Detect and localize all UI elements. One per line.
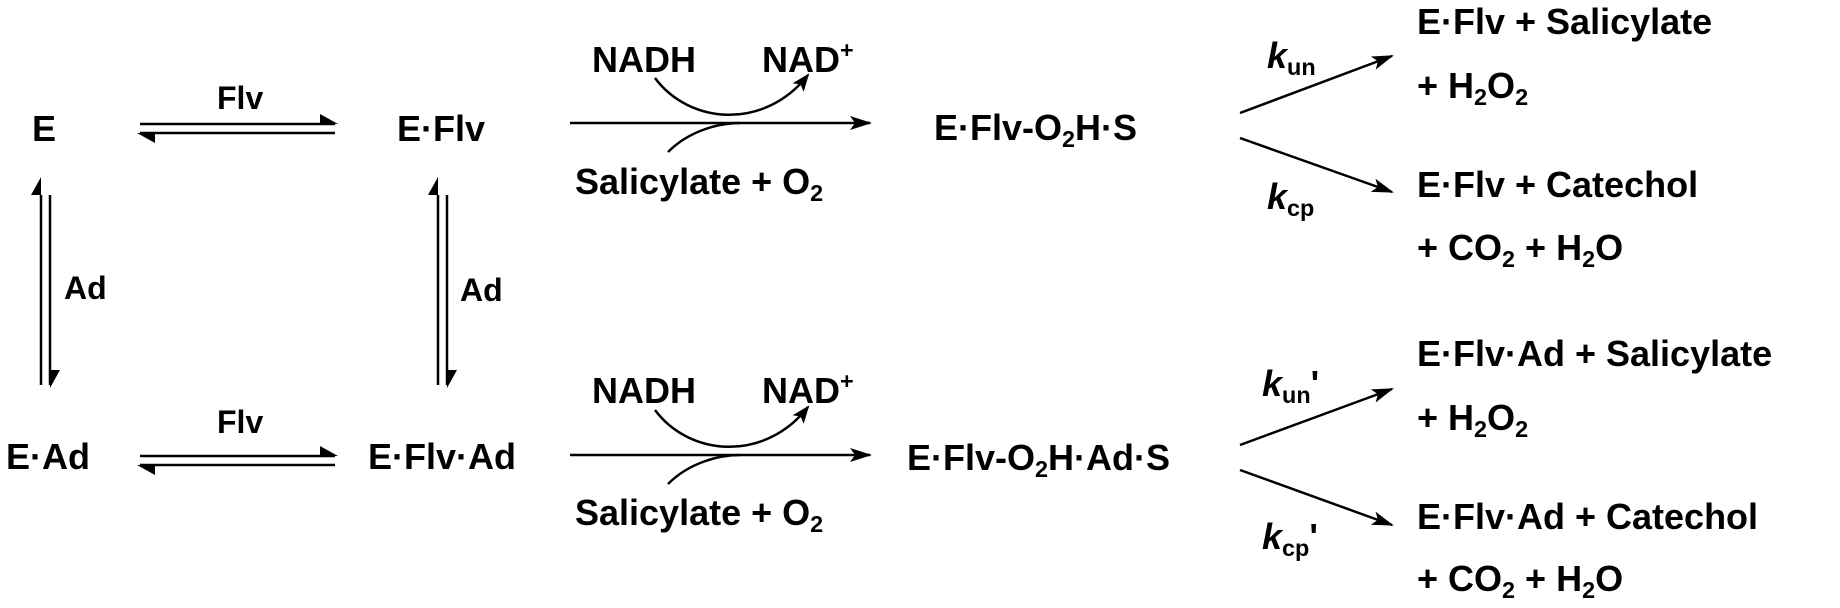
- rate-constant-kcp-prime: kcp': [1262, 516, 1318, 560]
- species-e: E: [32, 109, 56, 149]
- reaction-arrow-bottom: [570, 405, 872, 485]
- rate-constant-kun-prime: kun': [1262, 363, 1320, 407]
- rate-constant-kun-k: k: [1267, 35, 1288, 76]
- product-3-line-2-sub1: 2: [1474, 416, 1488, 443]
- cofactor-nadh-bottom: NADH: [592, 371, 696, 411]
- species-e-text: E: [32, 108, 57, 149]
- rate-constant-kcp-prime-mark: ': [1309, 516, 1318, 557]
- product-4-line-2-mid: + H: [1515, 558, 1583, 599]
- species-e-flv-ad-text: E·Flv·Ad: [368, 436, 516, 477]
- product-3-line-2: + H2O2: [1417, 397, 1528, 441]
- cofactor-salicylate-top-sub: 2: [810, 180, 824, 207]
- intermediate-top-pre: E·Flv-O: [934, 107, 1063, 148]
- cofactor-nadh-top-text: NADH: [592, 39, 696, 80]
- rate-constant-kcp-prime-k: k: [1262, 516, 1283, 557]
- arrow-label-flv-bottom-text: Flv: [217, 404, 264, 440]
- product-1-line-2-pre: + H: [1417, 65, 1475, 106]
- cofactor-nad-top-sup: +: [840, 36, 854, 63]
- cofactor-nad-bottom-base: NAD: [762, 370, 840, 411]
- cofactor-nad-bottom: NAD+: [762, 367, 854, 411]
- cofactor-salicylate-bottom-pre: Salicylate + O: [575, 492, 811, 533]
- product-2-line-2-sub1: 2: [1502, 246, 1516, 273]
- arrow-label-flv-top: Flv: [217, 78, 263, 118]
- branch-arrow-kcp-prime: [1239, 468, 1394, 527]
- product-1-line-2: + H2O2: [1417, 65, 1528, 109]
- arrow-label-ad-left-text: Ad: [64, 270, 107, 306]
- species-e-flv-text: E·Flv: [397, 108, 486, 149]
- product-4-line-1-text: E·Flv·Ad + Catechol: [1417, 496, 1759, 537]
- product-2-line-1-text: E·Flv + Catechol: [1417, 164, 1699, 205]
- rate-constant-kun-prime-k: k: [1262, 363, 1283, 404]
- product-2-line-2-mid: + H: [1515, 227, 1583, 268]
- intermediate-bottom: E·Flv-O2H·Ad·S: [907, 437, 1171, 481]
- rate-constant-kcp-sub: cp: [1287, 195, 1315, 222]
- product-2-line-2-pre: + CO: [1417, 227, 1503, 268]
- cofactor-nadh-top: NADH: [592, 40, 696, 80]
- species-e-ad-text: E·Ad: [6, 436, 90, 477]
- cofactor-nad-top-base: NAD: [762, 39, 840, 80]
- cofactor-salicylate-top-pre: Salicylate + O: [575, 161, 811, 202]
- cofactor-salicylate-bottom: Salicylate + O2: [575, 492, 823, 536]
- intermediate-bottom-sub: 2: [1035, 456, 1049, 483]
- product-1-line-2-sub1: 2: [1474, 84, 1488, 111]
- intermediate-top: E·Flv-O2H·S: [934, 107, 1138, 151]
- arrow-label-ad-right: Ad: [460, 270, 503, 310]
- product-1-line-1-text: E·Flv + Salicylate: [1417, 1, 1713, 42]
- intermediate-top-sub: 2: [1062, 126, 1076, 153]
- equilibrium-arrow-e-eflv: [137, 114, 338, 143]
- rate-constant-kun: kun: [1267, 35, 1316, 79]
- product-2-line-2-post: O: [1595, 227, 1624, 268]
- product-2-line-2-sub2: 2: [1582, 246, 1596, 273]
- intermediate-top-post: H·S: [1075, 107, 1138, 148]
- species-e-ad: E·Ad: [6, 437, 90, 477]
- cofactor-nad-bottom-sup: +: [840, 367, 854, 394]
- intermediate-bottom-post: H·Ad·S: [1048, 437, 1171, 478]
- product-3-line-2-sub2: 2: [1515, 416, 1529, 443]
- product-1-line-1: E·Flv + Salicylate: [1417, 2, 1712, 42]
- rate-constant-kun-sub: un: [1287, 54, 1316, 81]
- species-e-flv-ad: E·Flv·Ad: [368, 437, 516, 477]
- cofactor-nadh-bottom-text: NADH: [592, 370, 696, 411]
- rate-constant-kun-prime-sub: un: [1282, 382, 1311, 409]
- arrow-label-flv-bottom: Flv: [217, 402, 263, 442]
- product-4-line-2-pre: + CO: [1417, 558, 1503, 599]
- equilibrium-arrow-eflv-eflvad: [428, 177, 457, 388]
- product-3-line-1: E·Flv·Ad + Salicylate: [1417, 334, 1772, 374]
- equilibrium-arrow-ead-eflvad: [137, 446, 338, 475]
- product-4-line-2-sub2: 2: [1582, 577, 1596, 604]
- cofactor-salicylate-top: Salicylate + O2: [575, 161, 823, 205]
- product-4-line-1: E·Flv·Ad + Catechol: [1417, 497, 1758, 537]
- cofactor-salicylate-bottom-sub: 2: [810, 511, 824, 538]
- arrow-label-flv-top-text: Flv: [217, 80, 264, 116]
- cofactor-nad-top: NAD+: [762, 36, 854, 80]
- arrow-label-ad-left: Ad: [64, 268, 107, 308]
- rate-constant-kcp-k: k: [1267, 176, 1288, 217]
- product-2-line-1: E·Flv + Catechol: [1417, 165, 1698, 205]
- product-3-line-2-pre: + H: [1417, 397, 1475, 438]
- product-3-line-1-text: E·Flv·Ad + Salicylate: [1417, 333, 1773, 374]
- branch-arrow-kun: [1239, 54, 1394, 115]
- species-e-flv: E·Flv: [397, 109, 485, 149]
- rate-constant-kcp: kcp: [1267, 176, 1314, 220]
- equilibrium-arrow-e-ead: [31, 177, 60, 388]
- product-4-line-2-post: O: [1595, 558, 1624, 599]
- reaction-arrow-top: [570, 73, 872, 153]
- rate-constant-kcp-prime-sub: cp: [1282, 535, 1310, 562]
- product-3-line-2-mid: O: [1487, 397, 1516, 438]
- rate-constant-kun-prime-mark: ': [1310, 363, 1320, 404]
- product-1-line-2-mid: O: [1487, 65, 1516, 106]
- intermediate-bottom-pre: E·Flv-O: [907, 437, 1036, 478]
- product-1-line-2-sub2: 2: [1515, 84, 1529, 111]
- product-4-line-2-sub1: 2: [1502, 577, 1516, 604]
- branch-arrow-kcp: [1239, 136, 1394, 194]
- arrow-label-ad-right-text: Ad: [460, 272, 503, 308]
- product-4-line-2: + CO2 + H2O: [1417, 558, 1624, 602]
- branch-arrow-kun-prime: [1239, 387, 1394, 447]
- product-2-line-2: + CO2 + H2O: [1417, 227, 1624, 271]
